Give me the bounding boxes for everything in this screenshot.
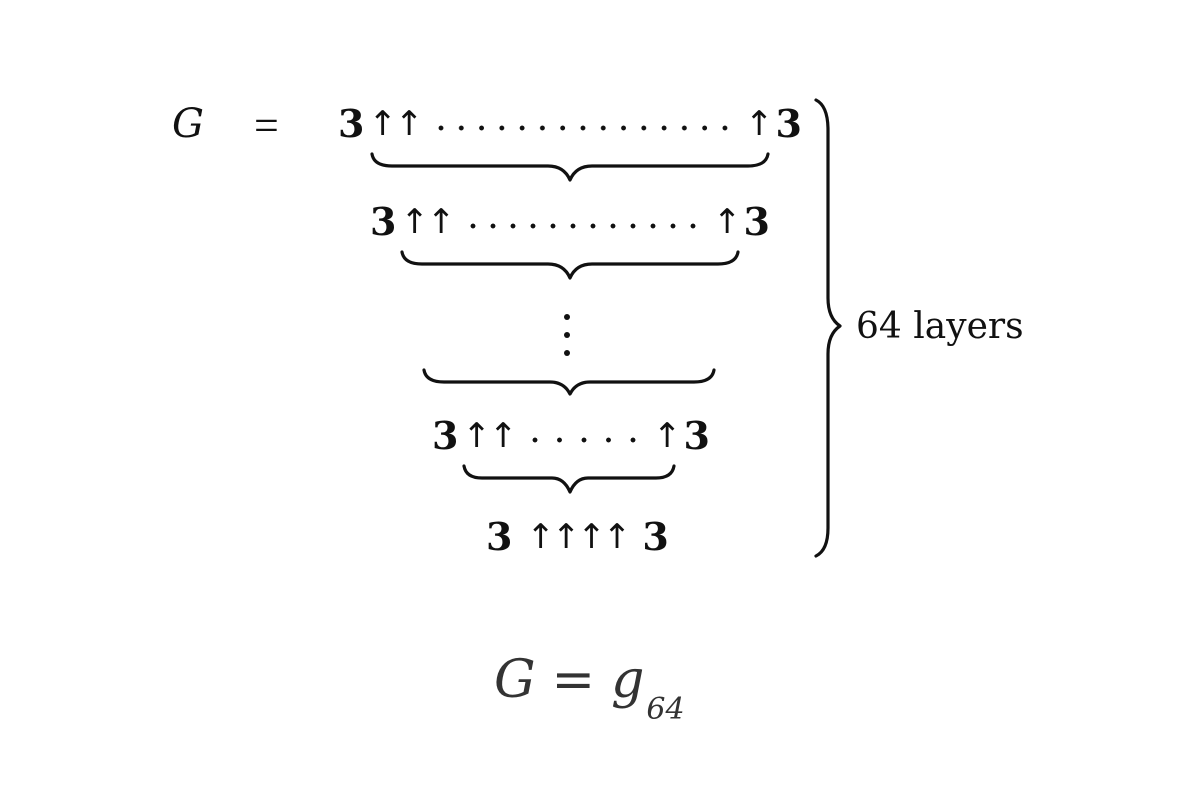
vertical-ellipsis xyxy=(554,306,584,366)
underbrace-3 xyxy=(422,368,716,396)
formula-equals: = xyxy=(551,650,596,710)
layer-1-arrows: ↑↑ xyxy=(368,104,423,144)
layer-1: 3 ↑↑ ↑ 3 xyxy=(338,102,802,146)
layer-3-exponent: 3 xyxy=(683,413,710,458)
layer-1-last-arrow: ↑ xyxy=(745,104,773,144)
layer-2: 3 ↑↑ ↑ 3 xyxy=(370,200,770,244)
vertical-ellipsis-dot xyxy=(564,350,570,356)
layer-3-dots xyxy=(525,437,644,443)
layer-3-arrows: ↑↑ xyxy=(462,416,517,456)
innermost-arrows: ↑↑↑↑ xyxy=(526,516,631,557)
layer-2-base: 3 xyxy=(370,199,397,244)
layer-2-exponent: 3 xyxy=(743,199,770,244)
footer-formula: G = g 64 xyxy=(494,650,685,727)
layer-3-base: 3 xyxy=(432,413,459,458)
formula-lhs: G xyxy=(494,650,536,710)
layer-3-tail: ↑ 3 xyxy=(653,417,710,455)
underbrace-1 xyxy=(370,152,770,182)
layer-2-last-arrow: ↑ xyxy=(713,202,741,242)
right-brace xyxy=(814,98,842,558)
underbrace-4 xyxy=(462,464,676,494)
vertical-ellipsis-dot xyxy=(564,314,570,320)
layer-2-dots xyxy=(463,223,704,229)
definition-equals: = xyxy=(254,101,279,150)
underbrace-2 xyxy=(400,250,740,280)
formula-subscript: 64 xyxy=(646,692,685,727)
layer-2-tail: ↑ 3 xyxy=(713,203,770,241)
layer-2-head: 3 ↑↑ xyxy=(370,199,455,244)
layer-1-exponent: 3 xyxy=(775,101,802,146)
definition-lhs: G xyxy=(172,101,204,147)
layer-3-head: 3 ↑↑ xyxy=(432,413,517,458)
vertical-ellipsis-dot xyxy=(564,332,570,338)
innermost-expression: 3 ↑↑↑↑ 3 xyxy=(486,514,669,559)
formula-rhs: g xyxy=(611,650,645,710)
layer-3-last-arrow: ↑ xyxy=(653,416,681,456)
layer-3: 3 ↑↑ ↑ 3 xyxy=(432,414,710,458)
innermost-base: 3 xyxy=(486,514,513,559)
layer-1-dots xyxy=(431,125,736,131)
layer-1-tail: ↑ 3 xyxy=(745,105,802,143)
layer-1-head: 3 ↑↑ xyxy=(338,101,423,146)
innermost-exponent: 3 xyxy=(642,514,669,559)
layer-1-base: 3 xyxy=(338,101,365,146)
layer-2-arrows: ↑↑ xyxy=(400,202,455,242)
brace-label: 64 layers xyxy=(856,306,1024,347)
